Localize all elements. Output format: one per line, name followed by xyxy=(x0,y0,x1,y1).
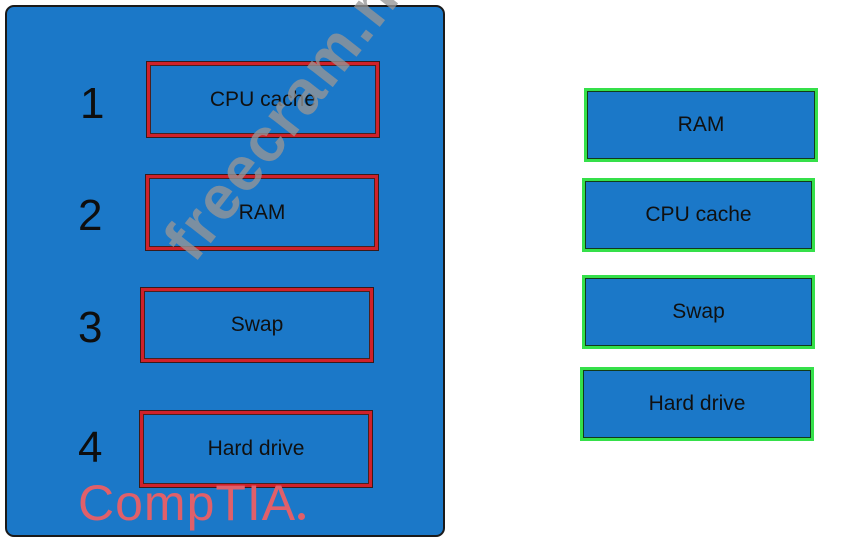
choice-cpu-cache[interactable]: CPU cache xyxy=(582,178,815,252)
answer-slot-2[interactable]: RAM xyxy=(146,175,378,250)
position-number-1: 1 xyxy=(80,79,105,128)
logo-text: CompTIA xyxy=(78,475,297,531)
logo-dot-icon xyxy=(298,513,306,520)
choice-ram[interactable]: RAM xyxy=(584,88,818,162)
choice-swap[interactable]: Swap xyxy=(582,275,815,349)
comptia-logo: CompTIA xyxy=(78,475,306,531)
position-number-4: 4 xyxy=(78,423,103,472)
answer-slot-3[interactable]: Swap xyxy=(141,288,373,362)
position-number-2: 2 xyxy=(78,191,103,240)
position-number-3: 3 xyxy=(78,303,103,352)
answer-slot-1[interactable]: CPU cache xyxy=(147,62,379,137)
choice-hard-drive[interactable]: Hard drive xyxy=(580,367,814,441)
answer-slot-4[interactable]: Hard drive xyxy=(140,411,372,487)
